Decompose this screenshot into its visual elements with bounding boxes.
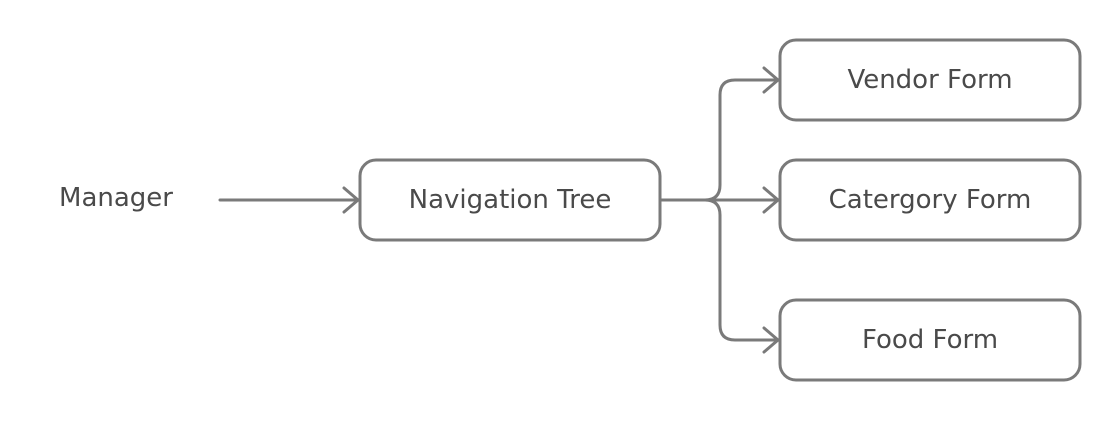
- edge-navigation-tree-to-food-form: [703, 198, 780, 354]
- edge-navigation-tree-to-vendor-form: [658, 66, 780, 202]
- manager-label: Manager: [59, 183, 173, 213]
- category-form-label: Catergory Form: [829, 185, 1032, 215]
- vendor-form-label: Vendor Form: [847, 65, 1012, 95]
- edge-manager-to-navigation-tree: [218, 186, 360, 214]
- navigation-tree-label: Navigation Tree: [409, 185, 612, 215]
- food-form-label: Food Form: [862, 325, 998, 355]
- vendor-form-node: Vendor Form: [778, 38, 1082, 122]
- navigation-tree-node: Navigation Tree: [358, 158, 662, 242]
- food-form-node: Food Form: [778, 298, 1082, 382]
- edge-navigation-tree-to-category-form: [658, 186, 780, 214]
- category-form-node: Catergory Form: [778, 158, 1082, 242]
